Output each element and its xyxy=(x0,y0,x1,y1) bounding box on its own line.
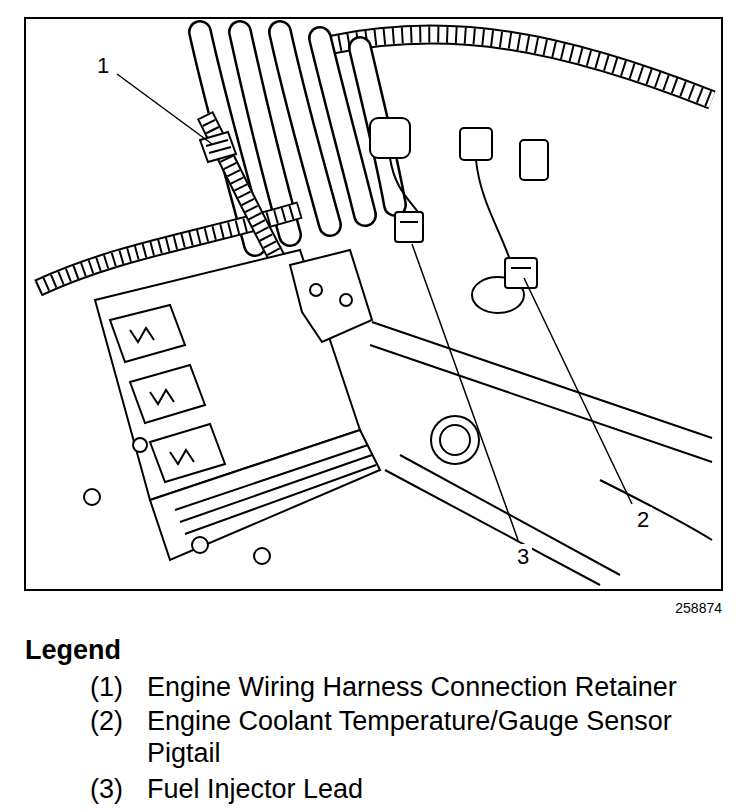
leader-line xyxy=(524,278,632,504)
ignition-coil-pack xyxy=(95,250,380,560)
bolt xyxy=(254,548,270,564)
valve-cover xyxy=(400,455,620,575)
bolt xyxy=(133,438,147,452)
figure-frame xyxy=(25,18,722,590)
harness-retainer xyxy=(200,132,236,162)
ignition-coil-pack xyxy=(180,455,372,522)
oil-fill-cap xyxy=(440,425,470,455)
wiring-harness xyxy=(330,34,712,100)
fuel-injector-connector xyxy=(400,221,418,223)
ignition-coil-pack xyxy=(185,465,376,534)
wiring-harness xyxy=(330,34,712,100)
harness-retainer xyxy=(209,147,231,153)
wiring-harness xyxy=(330,34,712,100)
valve-cover xyxy=(600,480,712,540)
callout-number: 2 xyxy=(634,507,652,533)
fuel-injector-connector xyxy=(395,212,423,242)
mounting-bracket xyxy=(340,294,352,306)
ignition-coil-pack xyxy=(110,305,185,362)
ignition-connector xyxy=(370,118,410,158)
wiring-harness xyxy=(330,34,712,100)
callout-number: 3 xyxy=(514,544,532,570)
bolt xyxy=(192,537,208,553)
oil-fill-cap xyxy=(431,416,479,464)
legend-text: Fuel Injector Lead xyxy=(147,773,363,805)
ignition-connector xyxy=(476,160,510,260)
leader-line xyxy=(117,74,632,540)
harness-retainer xyxy=(206,140,228,146)
callout-number: 1 xyxy=(94,53,112,79)
valve-cover xyxy=(385,470,600,585)
legend-key: (3) xyxy=(90,773,123,805)
legend-text: Engine Wiring Harness Connection Retaine… xyxy=(147,671,677,703)
ignition-coil-pack xyxy=(170,450,194,464)
oil-fill-cap xyxy=(431,416,479,464)
ignition-coil-pack xyxy=(150,424,225,482)
coolant-sensor xyxy=(505,258,537,288)
valve-cover xyxy=(372,322,712,438)
legend-text: Engine Coolant Temperature/Gauge Sensor … xyxy=(147,705,722,770)
mounting-bracket xyxy=(290,250,372,342)
bolt xyxy=(84,438,270,564)
harness-retainer xyxy=(200,132,236,162)
leader-line xyxy=(117,74,212,144)
fuel-injector-connector xyxy=(395,212,423,242)
ignition-connector xyxy=(520,140,548,180)
ignition-connector xyxy=(390,158,420,215)
ignition-connector xyxy=(460,128,492,160)
ignition-coil-pack xyxy=(130,365,205,423)
ignition-coil-pack xyxy=(150,390,174,404)
mounting-bracket xyxy=(310,284,322,296)
ignition-connector xyxy=(370,118,548,260)
coolant-sensor xyxy=(511,267,531,269)
valve-cover xyxy=(370,322,712,585)
leader-line xyxy=(412,244,518,540)
legend-heading: Legend xyxy=(25,634,121,666)
legend-key: (1) xyxy=(90,671,123,703)
legend-key: (2) xyxy=(90,705,123,737)
bolt xyxy=(84,489,100,505)
figure-number: 258874 xyxy=(675,600,722,617)
ignition-coil-pack xyxy=(130,328,154,342)
mounting-bracket xyxy=(290,250,372,342)
valve-cover xyxy=(370,345,712,462)
